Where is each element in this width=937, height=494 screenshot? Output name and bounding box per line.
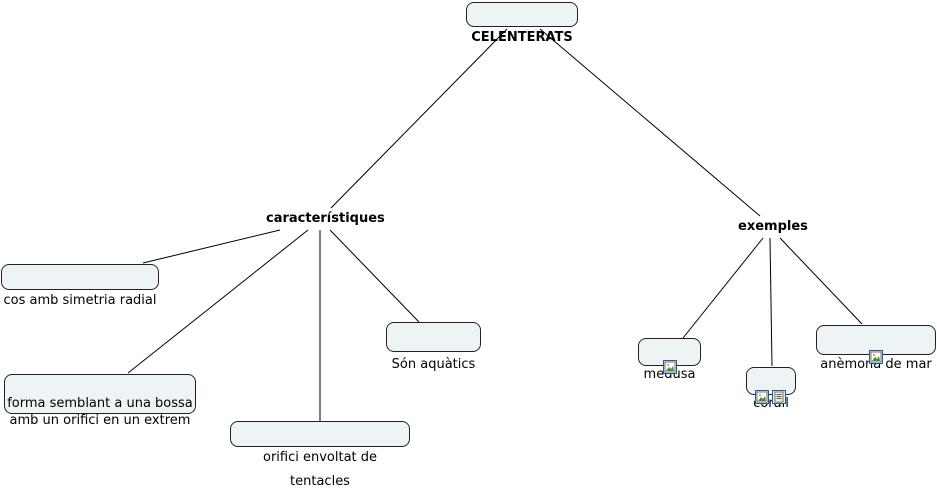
link-exemples-medusa <box>682 237 764 339</box>
link-root-caracteristiques <box>330 28 508 209</box>
link-caract-bossa <box>127 229 309 374</box>
node-text: orifici envoltat de tentacles <box>262 450 378 489</box>
node-tentacles[interactable]: orifici envoltat de tentacles <box>230 421 410 489</box>
link-root-exemples <box>539 28 761 217</box>
link-exemples-corall <box>769 237 773 367</box>
link-caract-simetria <box>142 229 281 264</box>
node-corall[interactable]: corall <box>746 367 796 411</box>
image-icon[interactable] <box>755 390 769 404</box>
node-forma-bossa[interactable]: forma semblant a una bossa amb un orific… <box>4 374 196 428</box>
link-caract-aquatics <box>329 229 420 323</box>
node-text: cos amb simetria radial <box>3 293 157 308</box>
node-text: forma semblant a una bossa amb un orific… <box>7 396 193 428</box>
root-title: CELENTERATS <box>471 30 573 45</box>
node-text: Són aquàtics <box>391 357 476 372</box>
link-exemples-anemona <box>779 237 863 325</box>
root-node[interactable]: CELENTERATS <box>466 2 578 45</box>
node-simetria-radial[interactable]: cos amb simetria radial <box>1 264 159 308</box>
image-icon[interactable] <box>663 360 677 374</box>
connector-lines <box>127 28 863 421</box>
branch-label-exemples[interactable]: exemples <box>738 219 808 234</box>
branch-label-caracteristiques[interactable]: característiques <box>266 211 385 226</box>
node-text: anèmona de mar <box>820 357 932 372</box>
image-icon[interactable] <box>869 350 883 364</box>
document-icon[interactable] <box>772 390 786 404</box>
node-son-aquatics[interactable]: Són aquàtics <box>386 322 481 372</box>
node-text: medusa <box>643 367 696 382</box>
